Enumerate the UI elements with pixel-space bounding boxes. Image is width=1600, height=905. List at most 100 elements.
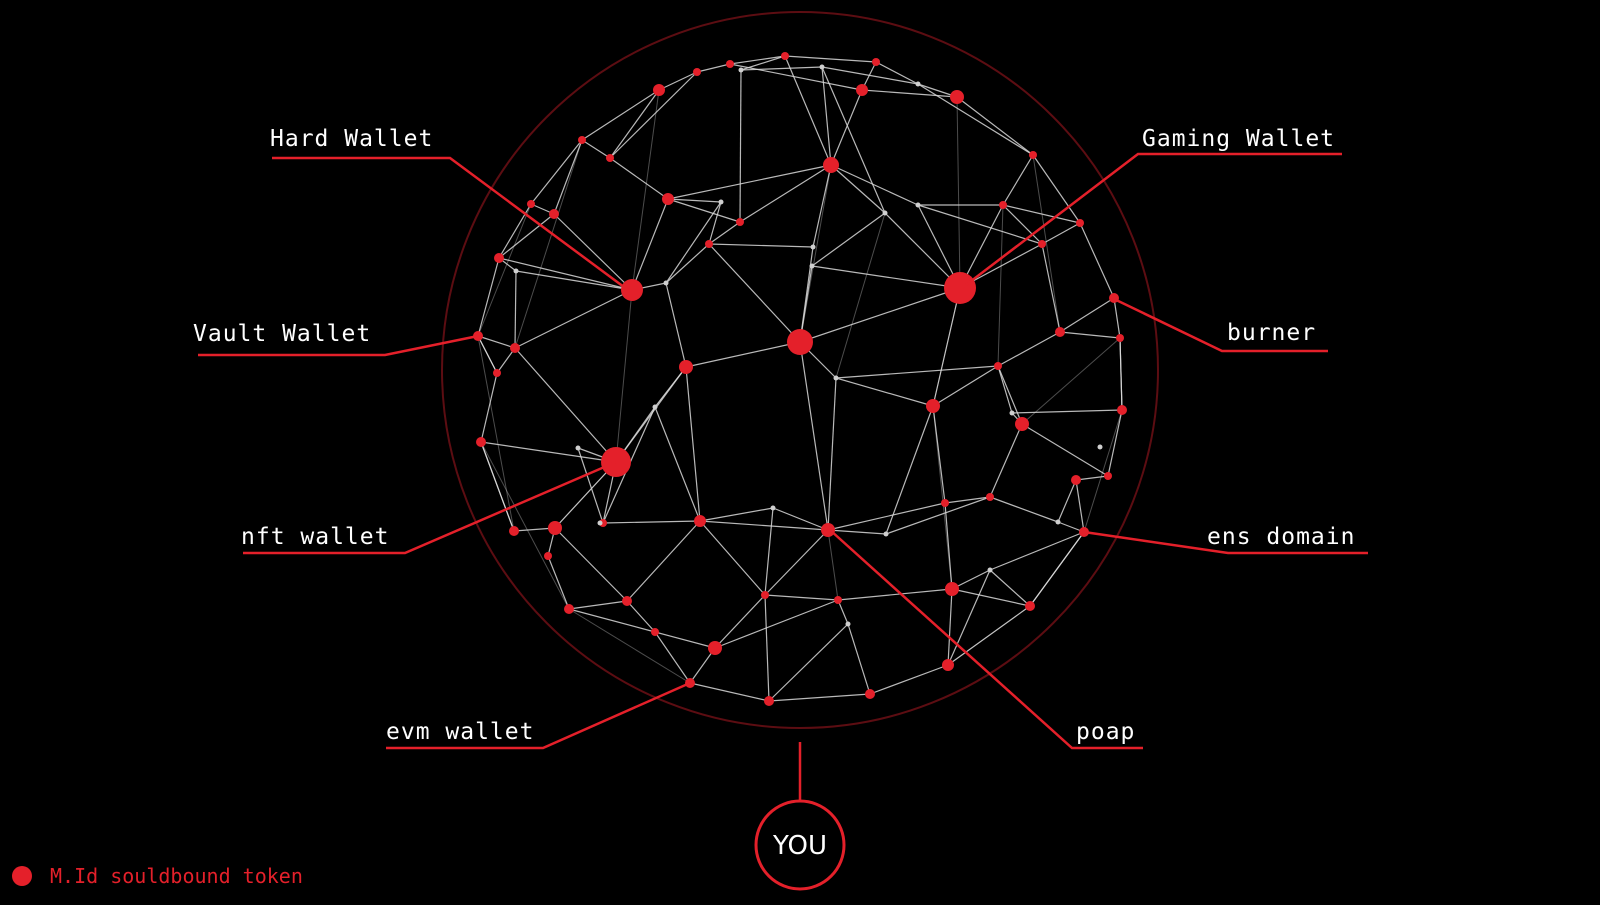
mesh-edge: [1032, 154, 1081, 224]
mesh-edge: [772, 507, 829, 531]
mesh-dot: [833, 375, 839, 381]
mesh-edge: [530, 139, 583, 205]
token-node: [651, 628, 659, 636]
mesh-edge: [827, 377, 837, 531]
mesh-edge: [498, 213, 555, 259]
token-node: [527, 200, 535, 208]
sphere-mesh: [473, 52, 1127, 706]
mesh-edge-faint: [514, 139, 583, 349]
mesh-edge: [1029, 531, 1085, 607]
mesh-edge: [989, 569, 1031, 607]
mesh-edge: [1079, 222, 1115, 299]
mesh-edge-faint: [997, 204, 1004, 367]
token-node: [1076, 219, 1084, 227]
mesh-edge: [496, 347, 516, 374]
gaming-wallet-leader: [961, 152, 1342, 289]
mesh-edge: [729, 55, 786, 65]
mesh-edge: [875, 61, 919, 85]
mesh-dot: [513, 268, 519, 274]
token-node: [941, 499, 949, 507]
mesh-edge: [944, 496, 991, 504]
mesh-edge: [477, 335, 516, 349]
mesh-edge: [708, 243, 801, 343]
token-node: [679, 360, 693, 374]
token-node: [1029, 151, 1037, 159]
token-node: [736, 218, 744, 226]
token-node: [544, 552, 552, 560]
evm-wallet-leader: [386, 681, 691, 750]
mesh-edge: [699, 507, 774, 522]
mesh-edge: [917, 83, 1034, 156]
mesh-edge: [665, 201, 722, 284]
token-node: [622, 596, 632, 606]
mesh-edge: [932, 287, 961, 407]
token-node: [493, 369, 501, 377]
mesh-edge: [837, 599, 849, 625]
token-node: [994, 362, 1002, 370]
callout-lines: [198, 152, 1368, 750]
mesh-dot: [652, 404, 658, 410]
mesh-edge: [821, 66, 919, 85]
mesh-edge: [799, 287, 961, 343]
mesh-edge-faint: [477, 335, 515, 532]
token-node: [1071, 475, 1081, 485]
mesh-dot: [1009, 410, 1015, 416]
mesh-edge: [869, 664, 949, 695]
token-node: [510, 343, 520, 353]
mesh-edge: [547, 555, 570, 610]
mesh-edge-faint: [932, 405, 953, 590]
token-node: [834, 596, 842, 604]
mesh-edge: [498, 257, 633, 291]
token-node: [708, 641, 722, 655]
mesh-edge: [1059, 331, 1121, 339]
mesh-edge: [827, 502, 946, 531]
mesh-edge: [1041, 222, 1081, 245]
mesh-edge: [821, 66, 886, 214]
mesh-dot: [1097, 444, 1103, 450]
hard-wallet-label: Hard Wallet: [270, 126, 433, 152]
mesh-dot: [883, 531, 889, 537]
mesh-edge: [739, 69, 742, 223]
mesh-edge: [554, 527, 628, 602]
mesh-edge: [498, 203, 532, 259]
you-label: YOU: [772, 831, 827, 861]
gaming-wallet-label: Gaming Wallet: [1142, 126, 1335, 152]
mesh-edge: [553, 213, 633, 291]
mesh-edge: [1057, 479, 1077, 523]
mesh-edge: [699, 520, 829, 531]
mesh-edge: [667, 164, 832, 200]
mesh-edge: [654, 406, 701, 522]
token-node: [761, 591, 769, 599]
token-node: [999, 201, 1007, 209]
ens-domain-leader: [1083, 530, 1368, 555]
token-node: [1104, 472, 1112, 480]
token-node: [945, 582, 959, 596]
mesh-edge: [847, 623, 871, 695]
vault-wallet-leader: [198, 334, 479, 357]
mesh-edge: [944, 502, 953, 590]
mesh-edge: [812, 164, 832, 248]
mesh-edge: [581, 139, 611, 159]
mesh-dot: [915, 202, 921, 208]
mesh-edge: [811, 265, 961, 289]
mesh-edge: [821, 66, 832, 166]
mesh-edge: [989, 531, 1085, 571]
token-node: [494, 253, 504, 263]
mesh-edge: [602, 520, 701, 524]
mesh-edge-faint: [1083, 409, 1123, 533]
mesh-dot: [738, 67, 744, 73]
token-node: [1015, 417, 1029, 431]
mesh-edge: [811, 212, 886, 267]
mesh-edge: [1002, 154, 1034, 206]
token-node: [693, 68, 701, 76]
mesh-dot: [882, 210, 888, 216]
mesh-edge: [784, 55, 877, 63]
mesh-dot: [597, 520, 603, 526]
mesh-edge: [830, 164, 919, 206]
mesh-edge: [514, 289, 633, 349]
mesh-edge: [764, 594, 839, 601]
mesh-edge: [947, 588, 953, 666]
mesh-edge: [861, 89, 958, 98]
mesh-edge: [1119, 337, 1123, 411]
